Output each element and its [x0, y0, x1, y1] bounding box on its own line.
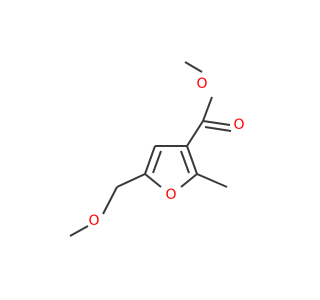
bond-ring-c3-c2: [186, 145, 198, 175]
bond-carbonyl-double-1: [202, 120, 231, 126]
structure-canvas: O O O O: [69, 61, 245, 237]
oxygen-ring: O: [165, 187, 176, 203]
bonds: [69, 61, 232, 237]
bond-ring-c5-o: [144, 173, 162, 188]
bond-ring-c4-c5: [144, 145, 156, 175]
molecule-diagram: O O O O: [69, 61, 245, 237]
oxygen-ether: O: [88, 213, 99, 229]
bond-ring-c4-c5-inner: [152, 150, 162, 174]
bond-ring-o-c2: [180, 173, 198, 188]
bond-ch2-o: [102, 186, 118, 215]
bond-ring-c3-c2-inner: [180, 150, 190, 174]
bond-c5-ch2: [116, 173, 146, 188]
atom-labels: O O O O: [88, 76, 244, 229]
bond-ester-methyl: [184, 61, 203, 73]
bond-carbonyl-double-2: [204, 126, 232, 132]
oxygen-carbonyl: O: [233, 117, 244, 133]
bond-c-ring: [186, 120, 204, 147]
oxygen-ester: O: [196, 76, 207, 92]
bond-ester-o-c: [202, 96, 213, 122]
bond-c2-methyl: [196, 173, 228, 188]
bond-ether-methyl: [69, 225, 89, 237]
